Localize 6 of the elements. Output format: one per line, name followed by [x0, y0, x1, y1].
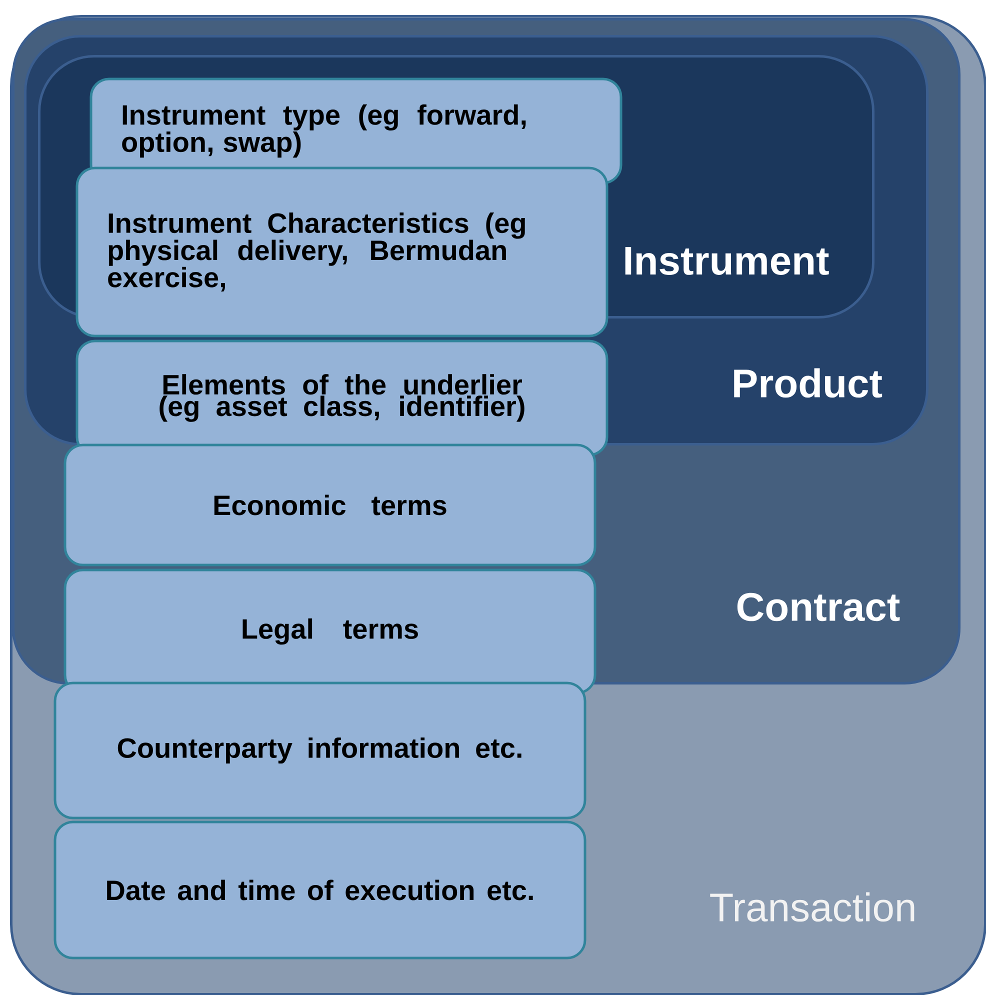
text-box: Elements of the underlier (eg asset class, identifier) [76, 340, 608, 456]
text-box: Counterparty information etc. [54, 682, 586, 820]
text-box: Economic terms [64, 444, 596, 566]
text-box: Instrument Characteristics (eg physical delivery, Bermudan exercise, [76, 166, 608, 338]
text-box: Legal terms [64, 568, 596, 694]
text-box: Date and time of execution etc. [54, 820, 586, 960]
